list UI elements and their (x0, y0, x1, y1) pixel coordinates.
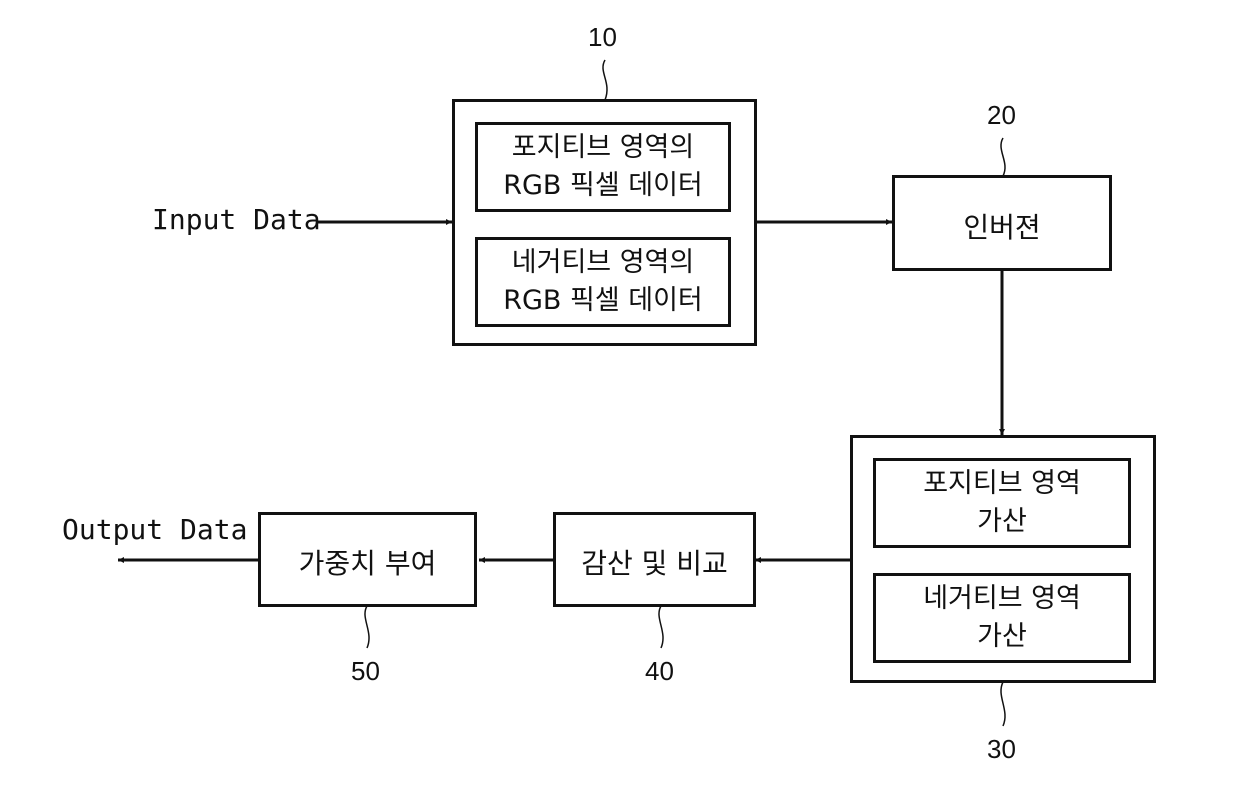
subtract-compare-block: 감산 및 비교 (553, 512, 756, 607)
input-data-label: Input Data (152, 203, 321, 236)
weighting-label: 가중치 부여 (261, 542, 474, 582)
weighting-block: 가중치 부여 (258, 512, 477, 607)
positive-rgb-data-box: 포지티브 영역의 RGB 픽셀 데이터 (475, 122, 731, 212)
negative-sum-line2: 가산 (876, 618, 1128, 656)
negative-rgb-line1: 네거티브 영역의 (478, 244, 728, 282)
leader-line-50 (365, 606, 369, 648)
leader-line-10 (603, 60, 607, 100)
ref-numeral-20: 20 (987, 100, 1016, 131)
inversion-block: 인버젼 (892, 175, 1112, 271)
negative-rgb-data-box: 네거티브 영역의 RGB 픽셀 데이터 (475, 237, 731, 327)
leader-line-40 (659, 606, 663, 648)
rgb-data-block: 포지티브 영역의 RGB 픽셀 데이터 네거티브 영역의 RGB 픽셀 데이터 (452, 99, 757, 346)
leader-line-20 (1001, 138, 1005, 176)
ref-numeral-40: 40 (645, 656, 674, 687)
positive-rgb-line1: 포지티브 영역의 (478, 129, 728, 167)
positive-sum-line2: 가산 (876, 503, 1128, 541)
positive-sum-box: 포지티브 영역 가산 (873, 458, 1131, 548)
adder-block: 포지티브 영역 가산 네거티브 영역 가산 (850, 435, 1156, 683)
inversion-label: 인버젼 (895, 206, 1109, 246)
ref-numeral-10: 10 (588, 22, 617, 53)
positive-rgb-line2: RGB 픽셀 데이터 (478, 167, 728, 205)
leader-line-30 (1001, 682, 1005, 726)
subtract-compare-label: 감산 및 비교 (556, 542, 753, 582)
negative-rgb-line2: RGB 픽셀 데이터 (478, 282, 728, 320)
positive-sum-line1: 포지티브 영역 (876, 465, 1128, 503)
negative-sum-box: 네거티브 영역 가산 (873, 573, 1131, 663)
ref-numeral-50: 50 (351, 656, 380, 687)
ref-numeral-30: 30 (987, 734, 1016, 765)
negative-sum-line1: 네거티브 영역 (876, 580, 1128, 618)
output-data-label: Output Data (62, 513, 247, 546)
